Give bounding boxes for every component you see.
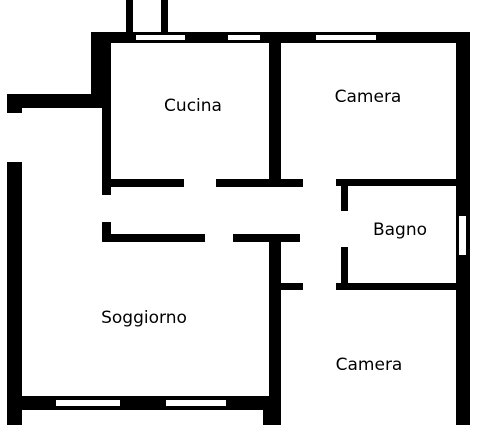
wall-corridor-bottom-2	[233, 234, 300, 242]
room-label-cucina: Cucina	[164, 96, 222, 116]
room-labels: Cucina Camera Bagno Soggiorno Camera	[101, 87, 427, 375]
wall-post-right	[161, 0, 168, 32]
wall-corridor-top-1	[102, 179, 184, 187]
window-bottom-2	[166, 400, 226, 406]
wall-bagno-bottom	[336, 283, 456, 290]
wall-corridor-top-3	[336, 179, 456, 186]
room-label-camera-bottom: Camera	[336, 355, 403, 375]
wall-kitchen-left	[102, 94, 111, 195]
window-top-1	[136, 35, 185, 40]
window-top-3	[316, 35, 376, 40]
wall-corridor-bottom-1	[102, 234, 205, 242]
window-top-2	[228, 35, 260, 40]
wall-bottom-soggiorno	[7, 396, 281, 410]
room-label-camera-top: Camera	[335, 87, 402, 107]
wall-corridor-left-stub	[102, 222, 111, 242]
windows	[56, 35, 466, 406]
window-bottom-1	[56, 400, 120, 406]
wall-lower-stub	[269, 283, 303, 290]
wall-kitchen-camera	[269, 43, 281, 186]
wall-corridor-top-2	[216, 179, 303, 187]
wall-bagno-left-upper	[341, 179, 348, 211]
wall-kitchen-left-outer	[91, 32, 111, 94]
wall-post-left	[126, 0, 133, 32]
wall-left-stub-end	[7, 94, 22, 113]
window-right	[459, 216, 466, 255]
wall-left	[7, 162, 22, 425]
wall-left-stub	[7, 94, 102, 108]
wall-soggiorno-camera	[269, 234, 281, 414]
wall-top	[91, 32, 470, 43]
room-label-bagno: Bagno	[373, 220, 427, 240]
room-label-soggiorno: Soggiorno	[101, 308, 187, 328]
wall-bagno-left-lower	[341, 247, 348, 290]
